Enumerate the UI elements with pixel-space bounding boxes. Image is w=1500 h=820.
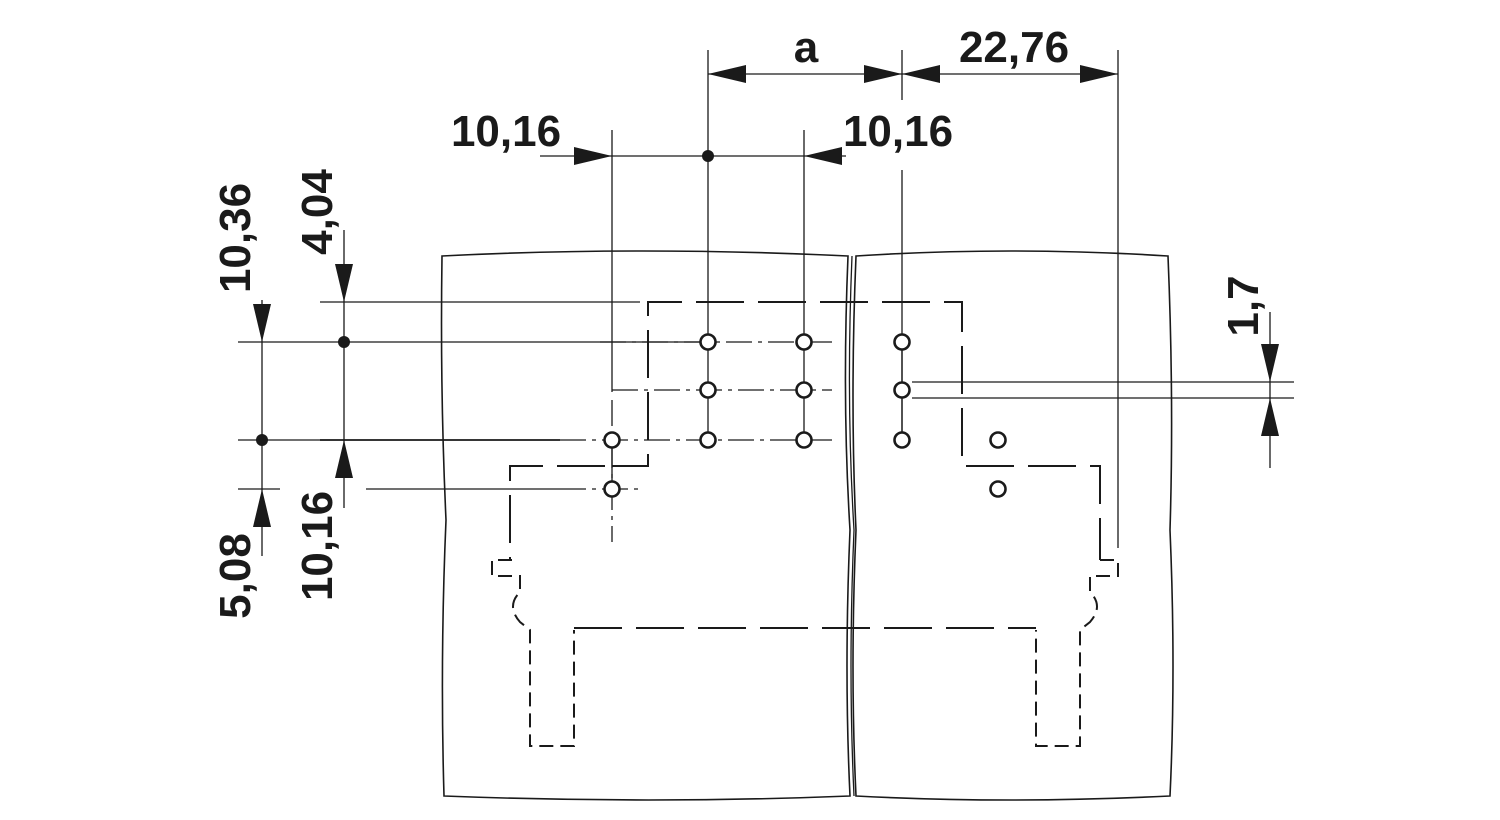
label-dim-pitch-left: 10,16: [451, 107, 561, 156]
label-dim-4-04: 4,04: [293, 169, 342, 255]
hole: [795, 333, 813, 351]
hole: [893, 431, 911, 449]
hole: [893, 381, 911, 399]
label-dim-a: a: [794, 23, 819, 72]
arrow-10-36: [253, 304, 271, 342]
dim-dot-344: [338, 336, 350, 348]
component-housing-left: [491, 559, 575, 747]
dim-dot-262: [256, 434, 268, 446]
label-dim-5-08: 5,08: [211, 533, 260, 619]
arrow-pitch-left: [574, 147, 612, 165]
arrow-4-04: [335, 264, 353, 302]
arrow-a-left: [708, 65, 746, 83]
dim-dot-pitch: [702, 150, 714, 162]
hole: [795, 431, 813, 449]
hole: [989, 480, 1007, 498]
arrow-22-76-right: [1080, 65, 1118, 83]
component-housing-right: [1035, 559, 1119, 747]
hole: [699, 381, 717, 399]
label-dim-pitch-right: 10,16: [843, 107, 953, 156]
hole: [989, 431, 1007, 449]
hole: [603, 480, 621, 498]
label-dim-10-36: 10,36: [211, 183, 260, 293]
label-dim-22-76: 22,76: [959, 23, 1069, 72]
arrow-1-7-top: [1261, 344, 1279, 382]
arrow-1-7-bottom: [1261, 398, 1279, 436]
arrow-5-08: [253, 489, 271, 527]
board-outline-left: [440, 250, 851, 801]
arrow-22-76-left: [902, 65, 940, 83]
component-outline-upper: [612, 301, 1101, 560]
board-break-line: [848, 255, 855, 797]
arrow-pitch-right: [804, 147, 842, 165]
arrow-a-right: [864, 65, 902, 83]
label-dim-10-16-v: 10,16: [293, 491, 342, 601]
label-dim-1-7: 1,7: [1219, 275, 1268, 336]
hole: [699, 333, 717, 351]
arrow-10-16-v: [335, 440, 353, 478]
hole: [893, 333, 911, 351]
hole: [699, 431, 717, 449]
component-outline-lower: [509, 465, 605, 560]
hole: [603, 431, 621, 449]
board-outline-right: [852, 250, 1174, 801]
hole: [795, 381, 813, 399]
